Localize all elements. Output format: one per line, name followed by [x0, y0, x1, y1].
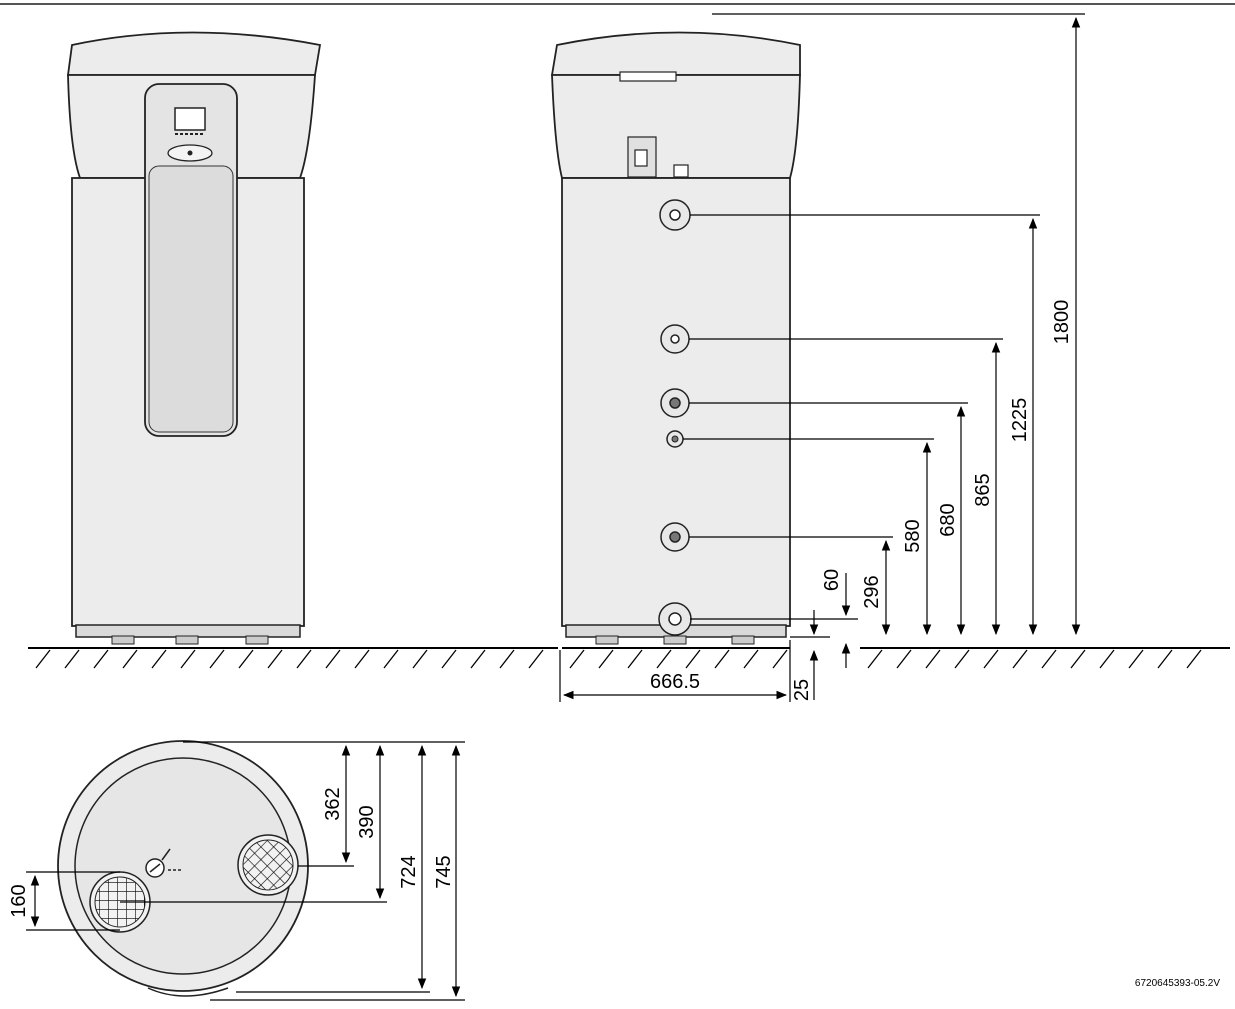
figure-code: 6720645393-05.2V: [1135, 978, 1220, 989]
dim-362-label: 362: [322, 787, 344, 820]
top-dimensions: 745 724 390 362 160: [8, 741, 465, 1001]
ground-hatch: [896, 649, 912, 669]
pipe-connection-icon: [659, 199, 691, 231]
dim-296-label: 296: [861, 575, 883, 608]
ground-hatch: [325, 649, 341, 669]
front-view: [66, 31, 322, 645]
pipe-connection-icon: [658, 602, 692, 636]
dim-60-label: 60: [821, 569, 843, 591]
grille-right-icon: [237, 834, 299, 896]
ground-hatch: [383, 649, 399, 669]
ground-hatch: [412, 649, 428, 669]
ground-hatch: [569, 649, 585, 669]
front-panel-inner: [148, 165, 234, 433]
ground-hatch: [35, 649, 51, 669]
ground-hatch: [1099, 649, 1115, 669]
ground-hatch: [867, 649, 883, 669]
front-base: [75, 624, 301, 638]
dim-745-label: 745: [433, 855, 455, 888]
front-feet: [111, 635, 269, 645]
ground-hatch: [528, 649, 544, 669]
ground-hatch: [1070, 649, 1086, 669]
side-feet: [595, 635, 755, 645]
dim-1800-label: 1800: [1051, 300, 1073, 345]
ground-hatch: [772, 649, 788, 669]
ground-hatch: [470, 649, 486, 669]
front-top-cap: [66, 31, 322, 76]
ground-hatch: [180, 649, 196, 669]
display-icon: [174, 107, 206, 131]
pipe-connection-icon: [666, 430, 684, 448]
side-top-cap: [550, 31, 801, 76]
ground-line: [28, 647, 1230, 669]
dim-865-label: 865: [972, 473, 994, 506]
ground-hatch: [656, 649, 672, 669]
side-head-unit: [551, 74, 801, 179]
ground-hatch: [267, 649, 283, 669]
side-dimensions: 1800 1225 865 680 580 296 60 25 6: [559, 13, 1085, 702]
ground-hatch: [354, 649, 370, 669]
ground-hatch: [685, 649, 701, 669]
ground-hatch: [1157, 649, 1173, 669]
ground-hatch: [925, 649, 941, 669]
ground-hatch: [151, 649, 167, 669]
pipe-connection-icon: [660, 324, 690, 354]
ground-hatch: [1186, 649, 1202, 669]
dim-160-label: 160: [8, 884, 30, 917]
top-view: [57, 740, 309, 997]
sensor-connector-icon: [145, 848, 182, 878]
ground-hatch: [441, 649, 457, 669]
ground-hatch: [1012, 649, 1028, 669]
ground-hatch: [122, 649, 138, 669]
side-view: [550, 31, 801, 645]
dim-724-label: 724: [398, 855, 420, 888]
pipe-connection-icon: [660, 388, 690, 418]
dim-1225-label: 1225: [1009, 398, 1031, 443]
dim-580-label: 580: [902, 519, 924, 552]
dim-390-label: 390: [356, 805, 378, 838]
ground-hatch: [983, 649, 999, 669]
dim-680-label: 680: [937, 503, 959, 536]
ground-hatch: [743, 649, 759, 669]
ground-hatch: [714, 649, 730, 669]
ground-hatch: [1128, 649, 1144, 669]
pipe-connection-icon: [660, 522, 690, 552]
ground-hatch: [64, 649, 80, 669]
side-handle: [619, 71, 677, 82]
dim-666-5-label: 666.5: [650, 671, 700, 693]
ground-hatch: [238, 649, 254, 669]
dim-25-label: 25: [791, 679, 813, 701]
ground-hatch: [209, 649, 225, 669]
ground-hatch: [954, 649, 970, 669]
ground-hatch: [93, 649, 109, 669]
ground-hatch: [499, 649, 515, 669]
ground-hatch: [296, 649, 312, 669]
ground-hatch: [627, 649, 643, 669]
ground-hatch: [598, 649, 614, 669]
ground-hatch: [1041, 649, 1057, 669]
